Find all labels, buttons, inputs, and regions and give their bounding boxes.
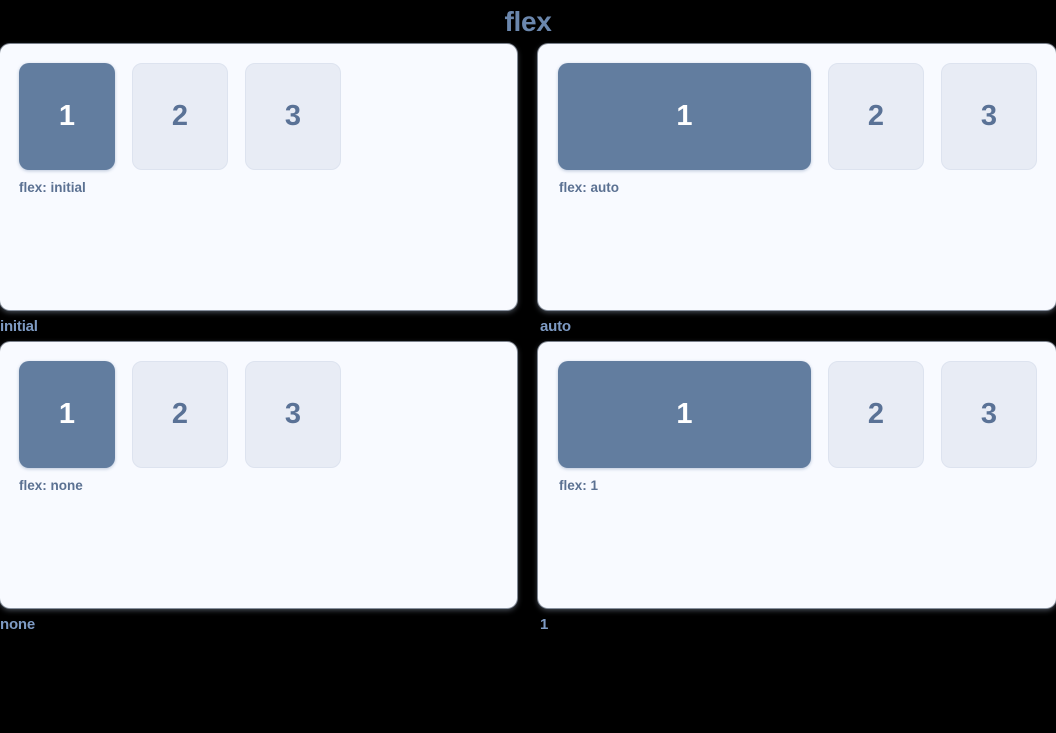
demo-panel-none: 1 2 3 flex: none [0, 342, 517, 608]
flex-item-number: 2 [867, 100, 885, 132]
flex-item-number: 1 [58, 398, 76, 430]
flex-property-label: flex: auto [559, 180, 620, 195]
panel-caption: initial [0, 318, 38, 335]
page-title: flex [504, 6, 552, 37]
demo-cell-none: 1 2 3 flex: none none [0, 342, 517, 635]
demo-panel-one: 1 2 3 flex: 1 [538, 342, 1056, 608]
flex-container-one: 1 2 3 [539, 361, 1056, 468]
flex-container-auto: 1 2 3 [539, 63, 1056, 170]
flex-property-label: flex: initial [19, 180, 86, 195]
flex-item-1: 1 [558, 361, 811, 468]
flex-item-2: 2 [828, 361, 924, 468]
panel-caption: auto [540, 318, 571, 335]
flex-item-3: 3 [245, 63, 341, 170]
flex-item-2: 2 [132, 63, 228, 170]
flex-container-none: 1 2 3 [0, 361, 517, 468]
flex-item-number: 1 [58, 100, 76, 132]
panel-grid: 1 2 3 flex: initial initial 1 2 [0, 44, 1056, 635]
flex-item-2: 2 [132, 361, 228, 468]
flex-item-number: 3 [284, 100, 302, 132]
flex-item-number: 3 [980, 398, 998, 430]
flex-item-number: 3 [284, 398, 302, 430]
panel-caption: 1 [540, 616, 549, 633]
demo-panel-initial: 1 2 3 flex: initial [0, 44, 517, 310]
demo-panel-auto: 1 2 3 flex: auto [538, 44, 1056, 310]
flex-item-2: 2 [828, 63, 924, 170]
flex-item-number: 3 [980, 100, 998, 132]
demo-cell-initial: 1 2 3 flex: initial initial [0, 44, 517, 337]
flex-item-1: 1 [19, 361, 115, 468]
flex-item-number: 2 [171, 398, 189, 430]
flex-item-number: 1 [676, 100, 693, 132]
demo-cell-auto: 1 2 3 flex: auto auto [538, 44, 1056, 337]
flex-item-1: 1 [558, 63, 811, 170]
flex-item-1: 1 [19, 63, 115, 170]
panel-caption: none [0, 616, 36, 633]
flex-item-number: 2 [867, 398, 885, 430]
demo-cell-one: 1 2 3 flex: 1 1 [538, 342, 1056, 635]
flex-item-3: 3 [245, 361, 341, 468]
flex-property-label: flex: none [19, 478, 83, 493]
flex-container-initial: 1 2 3 [0, 63, 517, 170]
flex-item-number: 1 [676, 398, 693, 430]
flex-item-3: 3 [941, 63, 1037, 170]
flex-item-3: 3 [941, 361, 1037, 468]
flex-property-label: flex: 1 [559, 478, 599, 493]
flex-item-number: 2 [171, 100, 189, 132]
